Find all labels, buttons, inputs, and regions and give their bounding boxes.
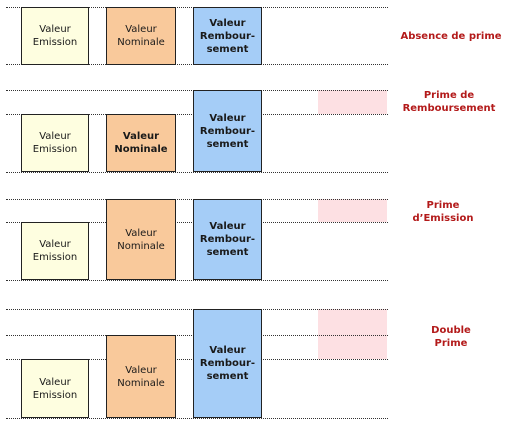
scenario-label-absence-prime: Absence de prime bbox=[400, 31, 502, 42]
scenario-label-prime-emission: Prime d’Emission bbox=[412, 200, 474, 224]
baseline-bottom bbox=[6, 418, 388, 419]
valeur-remboursement-box: Valeur Rembour- sement bbox=[193, 199, 262, 280]
valeur-remboursement-box: Valeur Rembour- sement bbox=[193, 90, 262, 172]
valeur-emission-box: Valeur Emission bbox=[21, 114, 89, 172]
valeur-remboursement-box: Valeur Rembour- sement bbox=[193, 7, 262, 65]
valeur-nominale-box: Valeur Nominale bbox=[106, 7, 176, 65]
prime-zone bbox=[318, 309, 387, 359]
valeur-remboursement-box: Valeur Rembour- sement bbox=[193, 309, 262, 418]
valeur-nominale-box: Valeur Nominale bbox=[106, 199, 176, 280]
valeur-emission-box: Valeur Emission bbox=[21, 222, 89, 280]
baseline-bottom bbox=[6, 280, 388, 281]
prime-zone bbox=[318, 90, 387, 114]
prime-zone bbox=[318, 199, 387, 222]
baseline-bottom bbox=[6, 172, 388, 173]
valeur-emission-box: Valeur Emission bbox=[21, 359, 89, 418]
scenario-label-prime-remboursement: Prime de Remboursement bbox=[402, 90, 496, 114]
scenario-label-double-prime: Double Prime bbox=[431, 325, 471, 349]
valeur-nominale-box: Valeur Nominale bbox=[106, 335, 176, 418]
valeur-nominale-box: Valeur Nominale bbox=[106, 114, 176, 172]
valeur-emission-box: Valeur Emission bbox=[21, 7, 89, 65]
